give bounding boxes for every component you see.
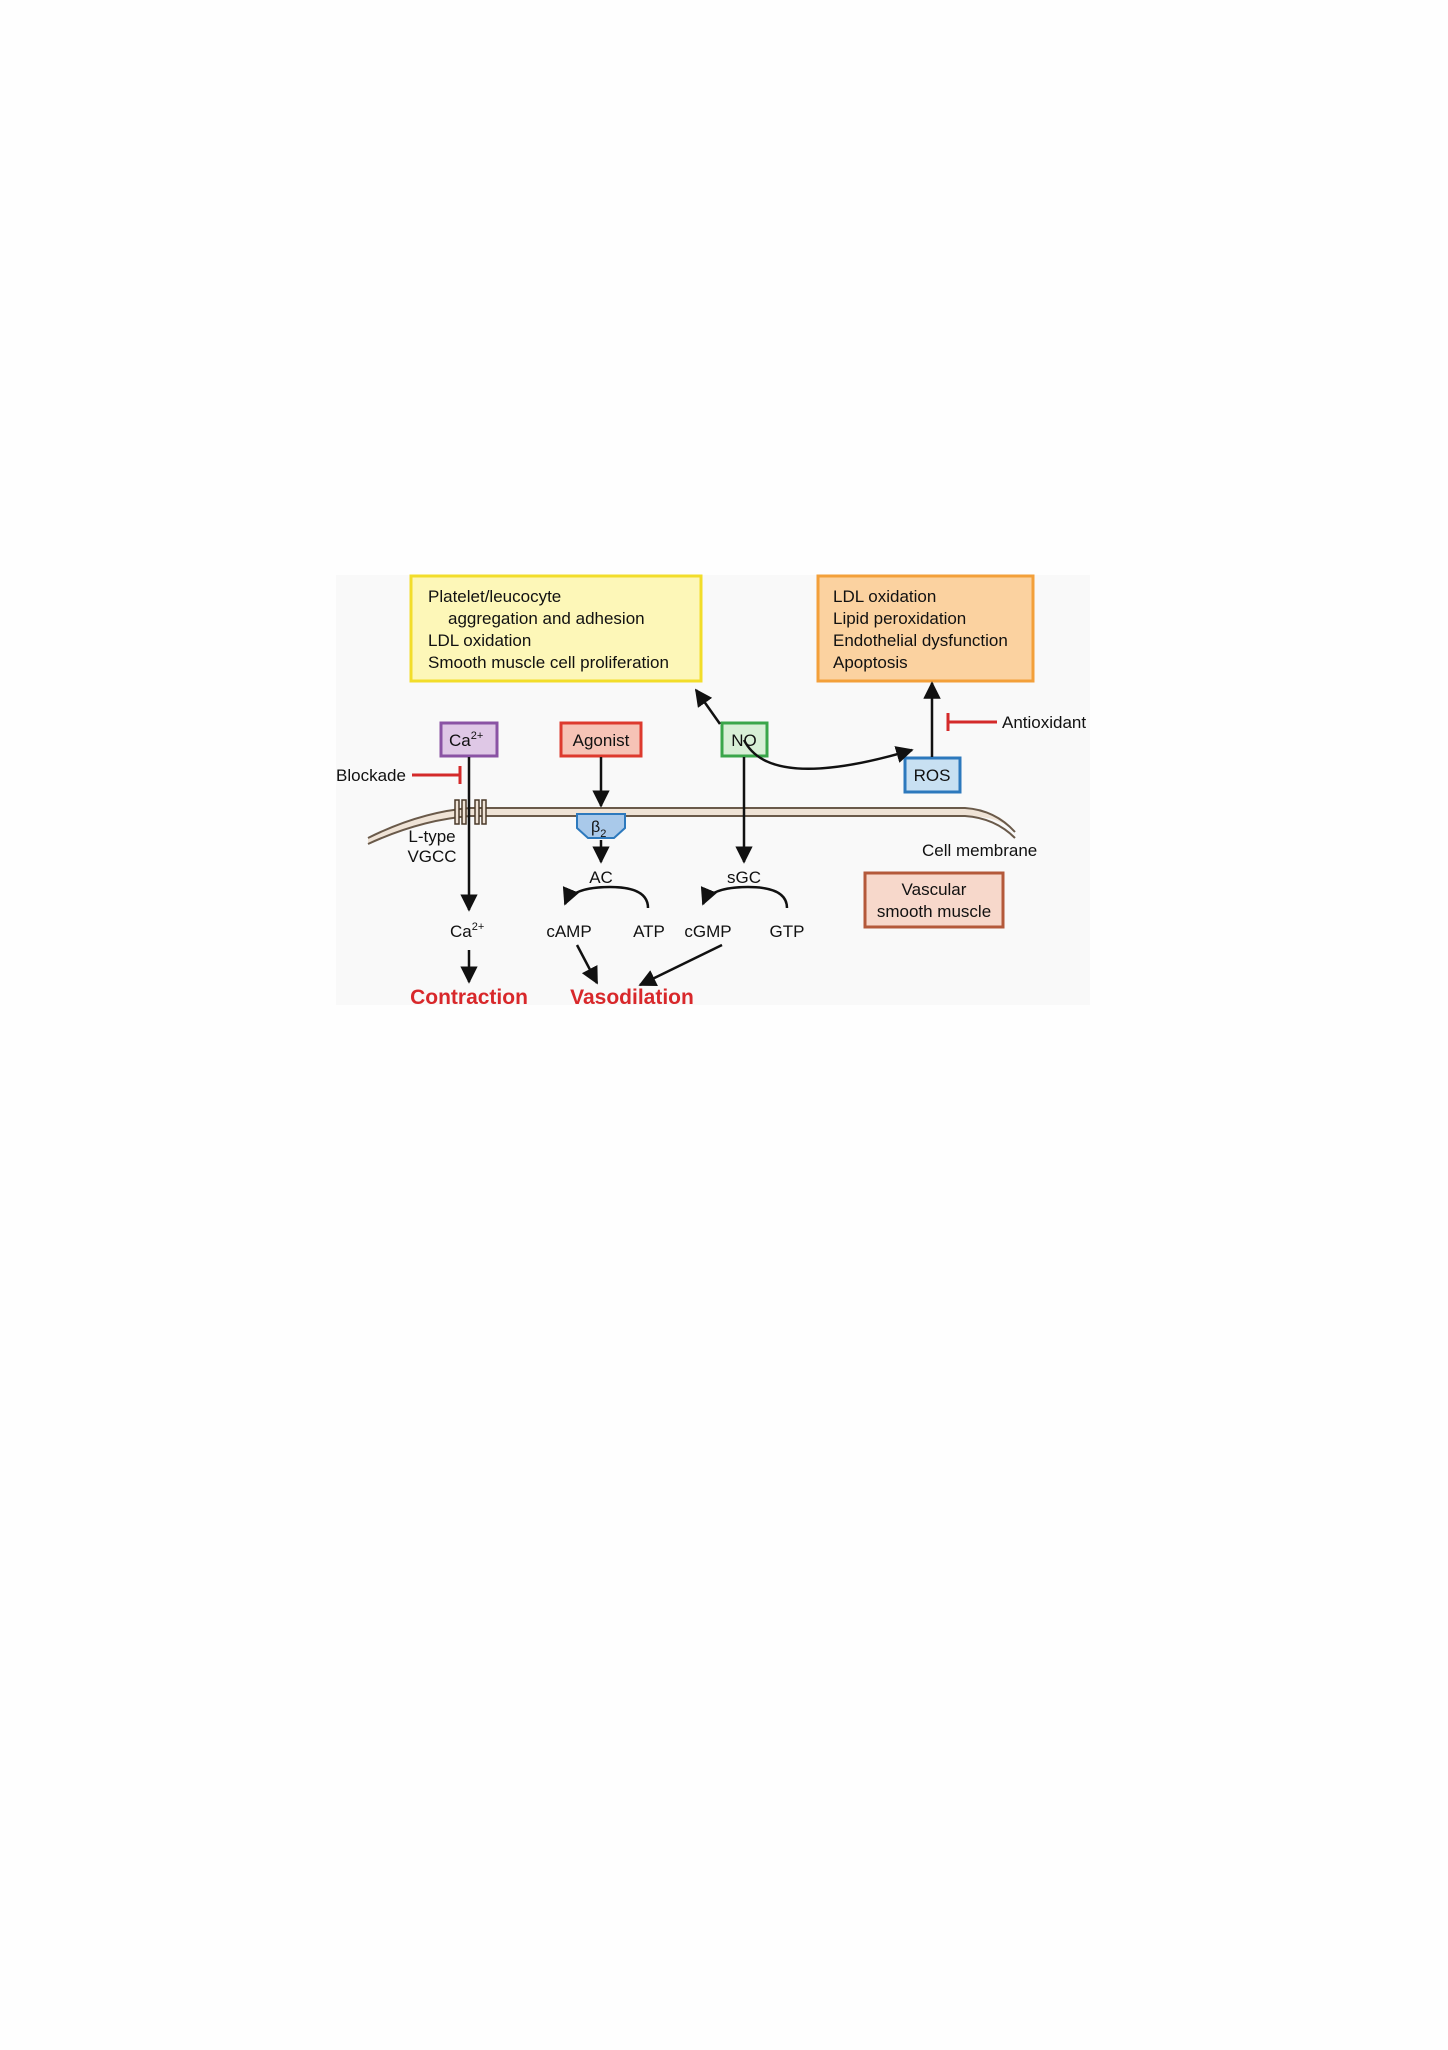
vasodilation-label: Vasodilation: [570, 986, 694, 1009]
vascular-line-2: smooth muscle: [877, 902, 991, 921]
effects-left-line-3: LDL oxidation: [428, 631, 531, 650]
effects-left-line-1: Platelet/leucocyte: [428, 587, 561, 606]
cgmp-to-vasodilation-arrow: [638, 943, 723, 987]
nitric-oxide-box: NO: [720, 721, 769, 758]
effects-right-line-1: LDL oxidation: [833, 587, 936, 606]
oxidative-effects-box: LDL oxidation Lipid peroxidation Endothe…: [816, 574, 1035, 683]
l-type-channel: [454, 799, 487, 825]
cell-membrane-label: Cell membrane: [922, 841, 1037, 860]
cgmp-label: cGMP: [684, 922, 731, 941]
vgcc-label: VGCC: [407, 847, 456, 866]
antioxidant-label: Antioxidant: [1002, 713, 1086, 732]
effects-right-line-3: Endothelial dysfunction: [833, 631, 1008, 650]
no-to-ros-arrow: [742, 739, 914, 770]
atp-to-camp-arrow: [562, 885, 650, 909]
inhibition-markers: [412, 713, 997, 784]
calcium-box: Ca2+: [439, 721, 499, 758]
blockade-label: Blockade: [336, 766, 406, 785]
effects-right-line-4: Apoptosis: [833, 653, 908, 672]
sgc-label: sGC: [727, 868, 761, 887]
effects-left-line-4: Smooth muscle cell proliferation: [428, 653, 669, 672]
ltype-label: L-type: [408, 827, 455, 846]
calcium-intracellular-label: Ca2+: [450, 921, 484, 941]
agonist-label: Agonist: [573, 731, 630, 750]
effects-left-line-2: aggregation and adhesion: [448, 609, 645, 628]
camp-to-vasodilation-arrow: [575, 944, 599, 985]
ros-label: ROS: [914, 766, 951, 785]
vascular-smooth-muscle-box: Vascular smooth muscle: [863, 871, 1005, 929]
gtp-to-cgmp-arrow: [700, 885, 789, 909]
pathway-arrows: [460, 681, 941, 987]
ac-label: AC: [589, 868, 613, 887]
beta2-label: β2: [591, 819, 606, 840]
atp-label: ATP: [633, 922, 665, 941]
gtp-label: GTP: [770, 922, 805, 941]
beta2-receptor: β2: [576, 813, 626, 840]
camp-label: cAMP: [546, 922, 591, 941]
vascular-line-1: Vascular: [902, 880, 967, 899]
contraction-label: Contraction: [410, 986, 528, 1009]
platelet-effects-box: Platelet/leucocyte aggregation and adhes…: [409, 574, 703, 683]
ros-box: ROS: [903, 756, 962, 794]
no-to-effects-arrow: [694, 688, 722, 725]
agonist-box: Agonist: [559, 721, 643, 758]
effects-right-line-2: Lipid peroxidation: [833, 609, 966, 628]
calcium-box-label: Ca2+: [449, 730, 483, 750]
